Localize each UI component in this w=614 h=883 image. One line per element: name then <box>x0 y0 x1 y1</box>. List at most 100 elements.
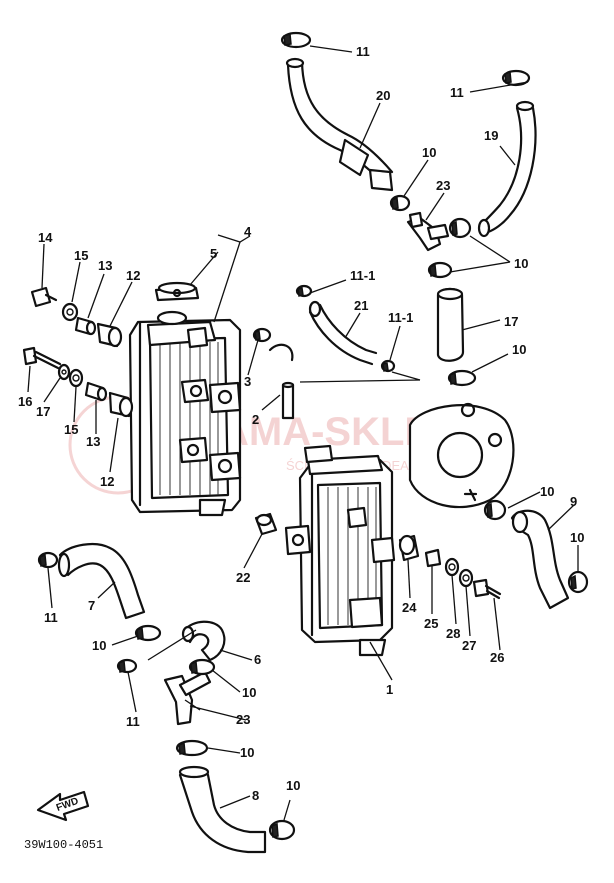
callout-11-1-upper: 11-1 <box>350 268 375 283</box>
bolt-26[interactable] <box>472 578 502 600</box>
callout-10-upper: 10 <box>422 145 436 160</box>
callout-10-hose-9: 10 <box>540 484 554 499</box>
callout-27: 27 <box>462 638 476 653</box>
clamp-11-top[interactable] <box>280 31 312 49</box>
callout-26: 26 <box>490 650 504 665</box>
callout-10-hose-6: 10 <box>242 685 256 700</box>
left-radiator-lower-bracket <box>178 436 209 464</box>
callout-28: 28 <box>446 626 460 641</box>
clamp-10-hose-17[interactable] <box>447 369 477 387</box>
hose-20[interactable] <box>285 57 394 192</box>
clamp-11-1-lower[interactable] <box>380 359 396 373</box>
clamp-11-lower[interactable] <box>116 658 138 674</box>
callout-10-hose-8-bottom: 10 <box>286 778 300 793</box>
grommet-24[interactable] <box>398 534 420 562</box>
callout-12-upper: 12 <box>126 268 140 283</box>
callout-11-lower: 11 <box>126 714 140 729</box>
callout-19: 19 <box>484 128 498 143</box>
hose-17[interactable] <box>436 287 465 362</box>
callout-11-1-lower: 11-1 <box>388 310 413 325</box>
hose-2[interactable] <box>268 343 295 420</box>
right-radiator-upper-neck <box>303 444 334 464</box>
grommet-12-upper[interactable] <box>96 322 123 348</box>
callout-10-upper-right: 10 <box>514 256 528 271</box>
washer-15-upper[interactable] <box>61 302 79 322</box>
callout-14: 14 <box>38 230 53 245</box>
callout-21: 21 <box>354 298 368 313</box>
clamp-11-top-right[interactable] <box>501 69 531 87</box>
t-joint-23-lower[interactable] <box>163 670 212 726</box>
callout-9: 9 <box>570 494 577 509</box>
left-radiator-filler-neck <box>186 326 209 349</box>
callout-24: 24 <box>402 600 417 615</box>
left-radiator[interactable] <box>128 310 242 517</box>
callout-11-left: 11 <box>44 610 58 625</box>
clamp-10-upper-left[interactable] <box>389 194 411 212</box>
leader-lines <box>27 45 579 821</box>
hose-19[interactable] <box>477 100 537 238</box>
clamp-10-hose-6[interactable] <box>188 658 216 676</box>
callout-5: 5 <box>210 246 217 261</box>
hose-8[interactable] <box>178 765 267 854</box>
water-pump-housing <box>408 402 515 509</box>
callout-2: 2 <box>252 412 259 427</box>
clamp-3[interactable] <box>252 327 272 343</box>
callout-17-left: 17 <box>36 404 50 419</box>
callout-13-lower: 13 <box>86 434 100 449</box>
collar-25[interactable] <box>424 548 442 568</box>
callout-7: 7 <box>88 598 95 613</box>
callout-10-hose-8-top: 10 <box>240 745 254 760</box>
callout-25: 25 <box>424 616 438 631</box>
clamp-10-mid[interactable] <box>427 261 453 279</box>
callout-17-right: 17 <box>504 314 518 329</box>
collar-13-upper[interactable] <box>74 316 97 336</box>
callout-23-upper: 23 <box>436 178 450 193</box>
callout-numbers: 11 11 20 19 10 23 10 11-1 21 11-1 17 10 … <box>18 44 584 803</box>
bolt-14[interactable] <box>30 286 58 308</box>
washer-27[interactable] <box>458 568 474 588</box>
washer-17-left[interactable] <box>57 363 71 381</box>
clamp-10-hose-8-top[interactable] <box>175 739 209 757</box>
clamp-11-left[interactable] <box>37 551 59 569</box>
callout-6: 6 <box>254 652 261 667</box>
grommet-22[interactable] <box>254 512 278 536</box>
diagram-code: 39W100-4051 <box>24 838 103 852</box>
callout-10-right-lower: 10 <box>570 530 584 545</box>
t-joint-23-upper[interactable] <box>406 211 450 252</box>
right-radiator[interactable] <box>284 444 396 657</box>
callout-4: 4 <box>244 224 252 239</box>
callout-11-top-right: 11 <box>450 85 464 100</box>
clamp-10-hose-9[interactable] <box>483 499 507 521</box>
grommet-12-lower[interactable] <box>108 391 134 418</box>
fwd-arrow: FWD <box>36 790 90 822</box>
left-radiator-upper-bracket <box>180 378 210 404</box>
hose-7[interactable] <box>57 542 146 620</box>
radiator-cap[interactable] <box>154 281 200 302</box>
callout-23-lower: 23 <box>236 712 250 727</box>
hose-6[interactable] <box>181 620 226 662</box>
callout-8: 8 <box>252 788 259 803</box>
washer-15-lower[interactable] <box>68 368 84 388</box>
clamp-11-1-upper[interactable] <box>295 284 313 298</box>
clamp-10-hose-8-bottom[interactable] <box>268 819 296 841</box>
clamp-10-upper-right[interactable] <box>448 217 472 239</box>
collar-13-lower[interactable] <box>84 381 108 402</box>
callout-16: 16 <box>18 394 32 409</box>
callout-20: 20 <box>376 88 390 103</box>
callout-15-upper: 15 <box>74 248 88 263</box>
hose-9[interactable] <box>510 509 570 610</box>
callout-13-upper: 13 <box>98 258 112 273</box>
callout-12-lower: 12 <box>100 474 114 489</box>
callout-11-top: 11 <box>356 44 370 59</box>
callout-10-hose-7: 10 <box>92 638 106 653</box>
washer-28[interactable] <box>444 557 460 577</box>
callout-3: 3 <box>244 374 251 389</box>
clamp-10-right-lower[interactable] <box>567 570 589 594</box>
callout-10-hose-17: 10 <box>512 342 526 357</box>
hose-21[interactable] <box>308 300 378 366</box>
bolt-16[interactable] <box>22 346 62 370</box>
callout-22: 22 <box>236 570 250 585</box>
callout-1: 1 <box>386 682 393 697</box>
clamp-10-hose-7[interactable] <box>134 624 162 642</box>
